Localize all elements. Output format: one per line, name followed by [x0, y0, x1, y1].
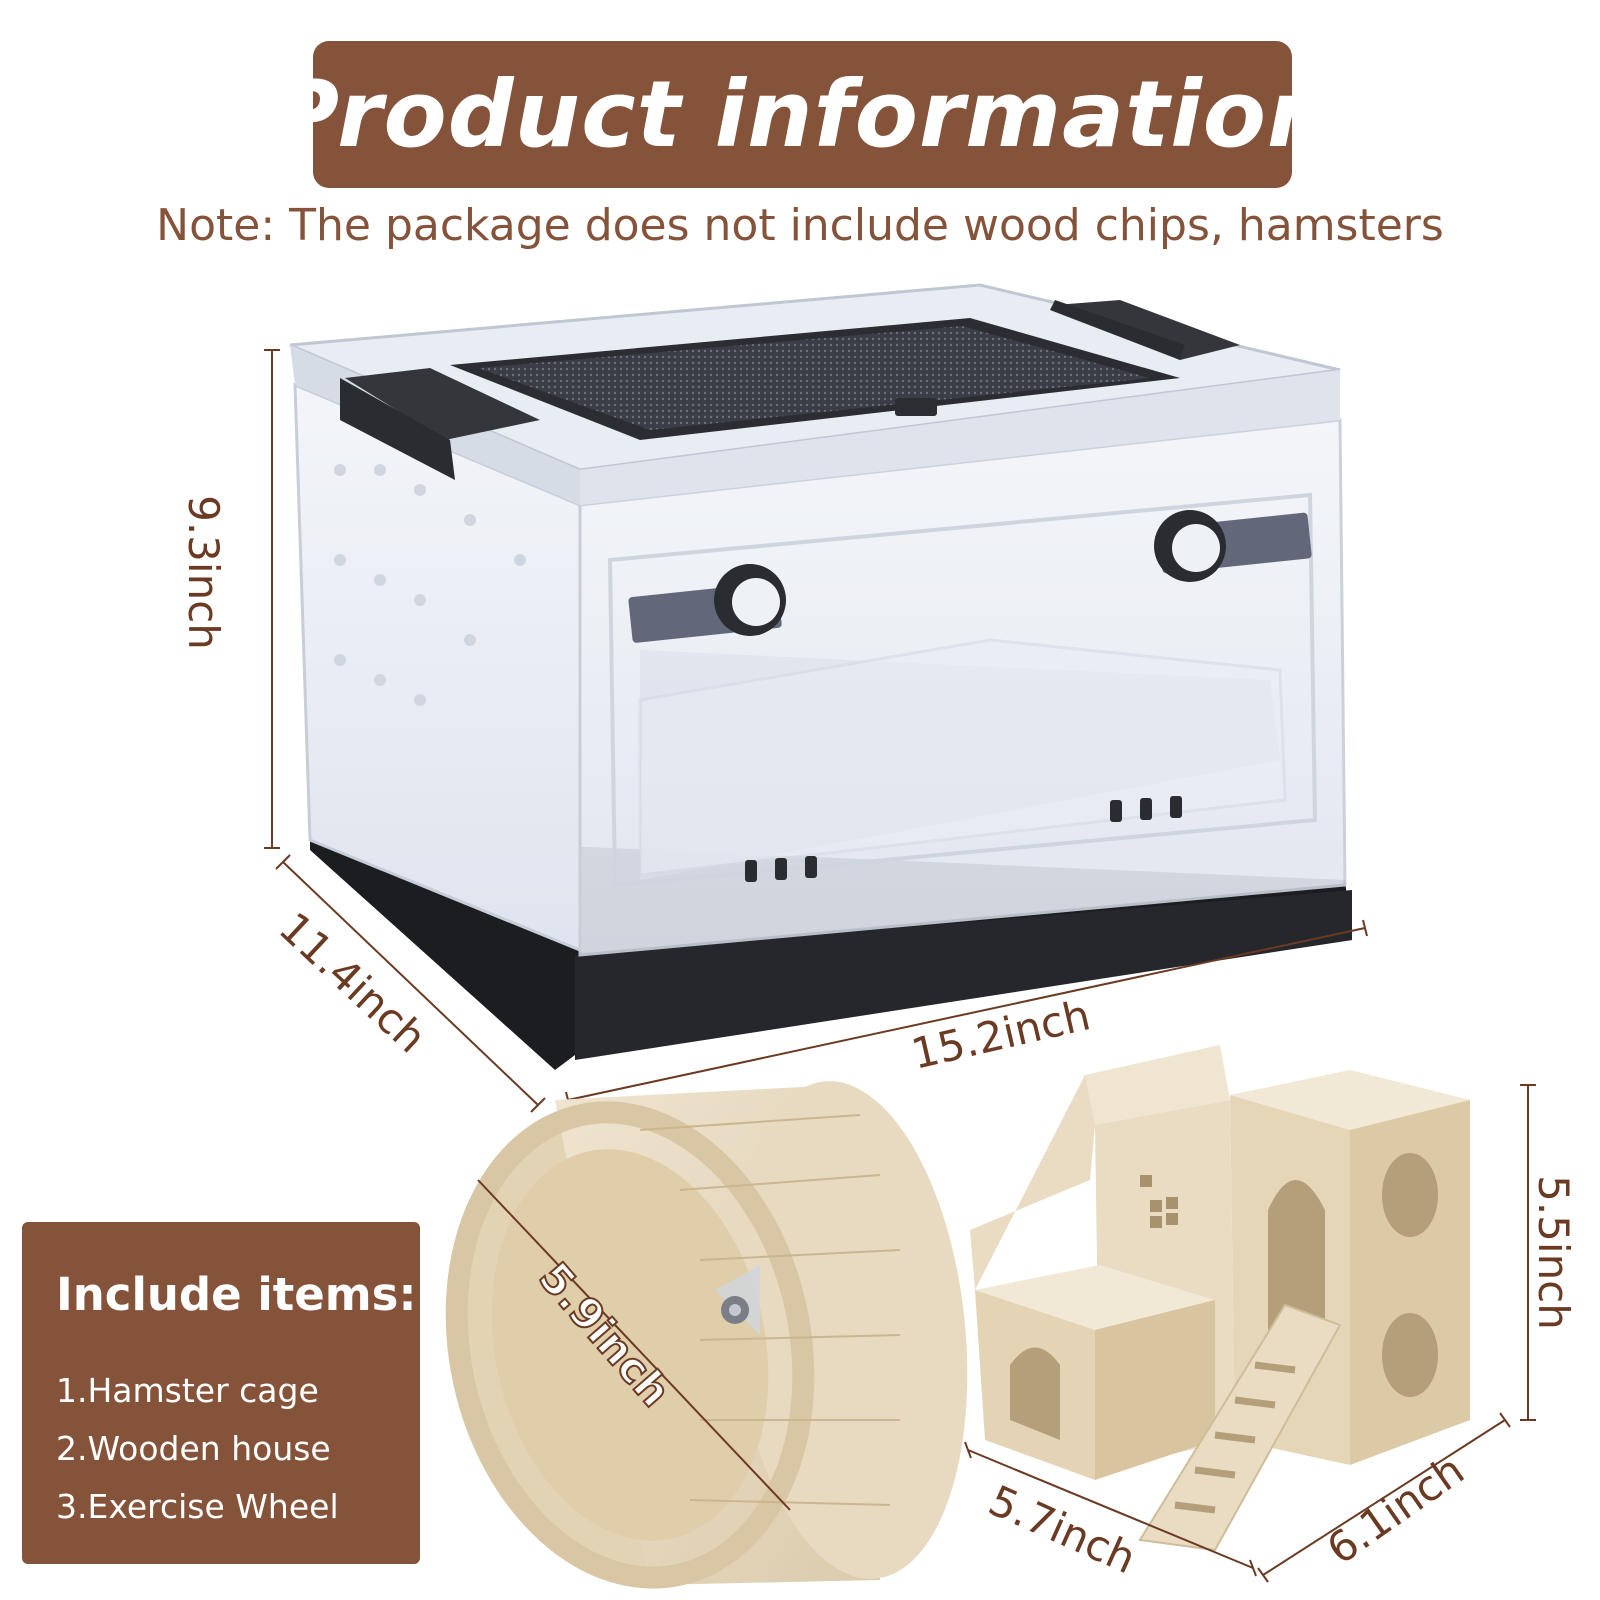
- wooden-house-icon: [970, 1045, 1470, 1552]
- page-title: Product information: [271, 61, 1334, 168]
- hamster-cage-icon: [289, 283, 1352, 1070]
- list-item: 2.Wooden house: [56, 1429, 331, 1468]
- list-item: 3.Exercise Wheel: [56, 1487, 339, 1526]
- cage-dimension-lines: [264, 349, 1368, 1113]
- include-items-list: 1.Hamster cage 2.Wooden house 3.Exercise…: [56, 1362, 339, 1536]
- title-banner: Product information: [272, 41, 1332, 188]
- include-items-title: Include items:: [56, 1268, 417, 1321]
- house-height-label: 5.5inch: [1528, 1175, 1578, 1330]
- include-items-panel: Include items: 1.Hamster cage 2.Wooden h…: [22, 1222, 420, 1564]
- exercise-wheel-icon: [445, 1081, 968, 1589]
- package-note: Note: The package does not include wood …: [156, 200, 1444, 251]
- cage-height-label: 9.3inch: [178, 495, 228, 650]
- list-item: 1.Hamster cage: [56, 1371, 319, 1410]
- house-dimension-lines: [964, 1084, 1536, 1583]
